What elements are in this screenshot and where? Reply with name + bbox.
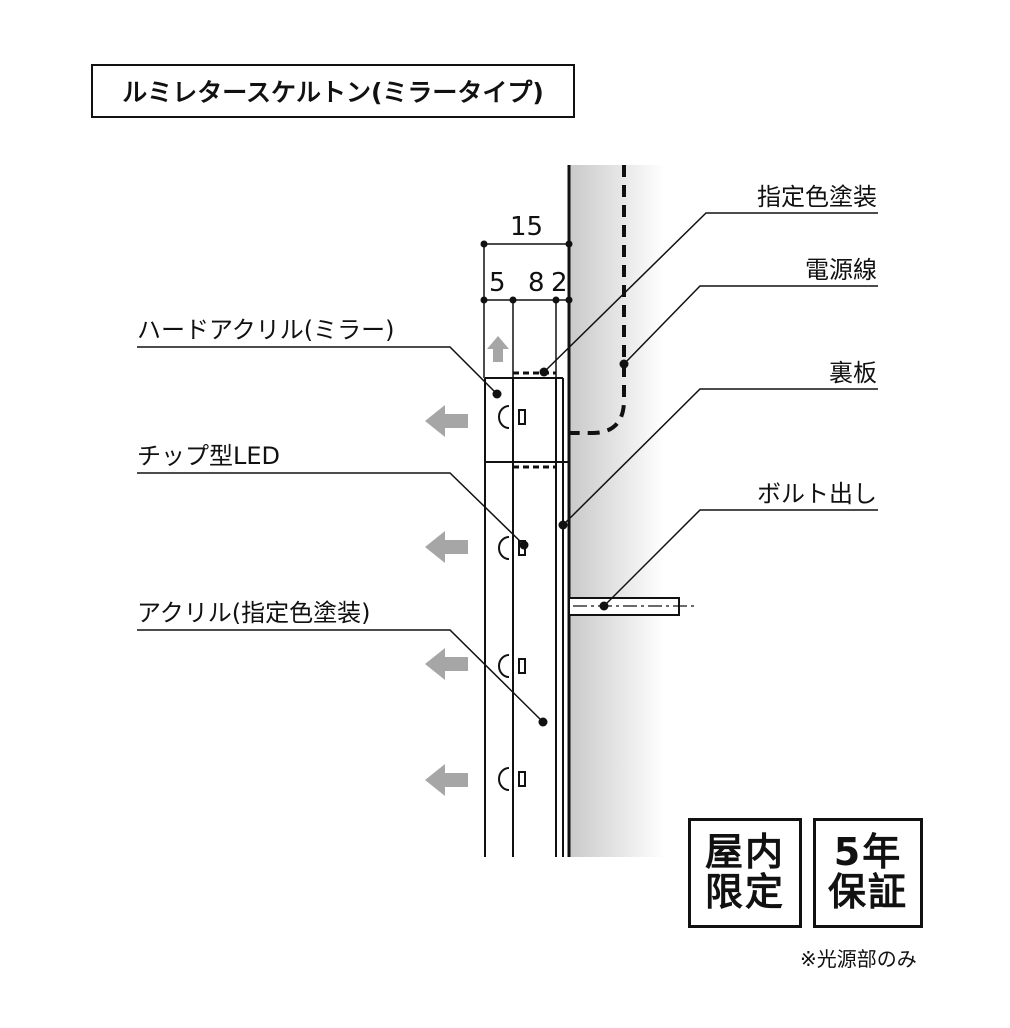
warranty-badge: 5年 保証 bbox=[813, 818, 923, 928]
indoor-only-badge: 屋内 限定 bbox=[688, 818, 802, 928]
dimension-dot bbox=[480, 296, 488, 304]
leader-line-hard-acrylic bbox=[137, 346, 498, 395]
label-hard-acrylic-mirror: ハードアクリル(ミラー) bbox=[137, 316, 395, 344]
leader-dot bbox=[492, 389, 502, 399]
led-chip bbox=[498, 654, 526, 678]
warranty-badge-line1: 5年 bbox=[833, 830, 903, 875]
dimension-dot bbox=[565, 240, 573, 248]
leader-line-specified-paint bbox=[543, 212, 878, 373]
power-cable bbox=[569, 165, 626, 435]
leader-line-power-cable bbox=[623, 285, 878, 365]
light-arrow-up bbox=[487, 336, 509, 362]
label-specified-paint: 指定色塗装 bbox=[757, 183, 877, 211]
light-arrow-left bbox=[425, 764, 468, 796]
led-chip bbox=[498, 405, 526, 429]
label-bolt: ボルト出し bbox=[757, 480, 877, 508]
leader-line-chip-led bbox=[137, 472, 525, 546]
light-arrow-left bbox=[425, 531, 468, 563]
diagram-title: ルミレタースケルトン(ミラータイプ) bbox=[91, 64, 575, 118]
leader-line-back-plate bbox=[562, 388, 878, 526]
warranty-badge-line2: 保証 bbox=[827, 870, 908, 914]
dimension-part-b: 8 bbox=[528, 268, 545, 298]
label-power-cable: 電源線 bbox=[805, 256, 877, 284]
leader-line-bolt bbox=[603, 509, 878, 607]
indoor-badge-line2: 限定 bbox=[704, 870, 785, 914]
dimension-dot bbox=[565, 296, 573, 304]
dimension-part-c: 2 bbox=[551, 268, 568, 298]
leader-dot bbox=[599, 601, 609, 611]
dimension-dot bbox=[480, 240, 488, 248]
dimension-part-a: 5 bbox=[489, 268, 506, 298]
label-chip-led: チップ型LED bbox=[137, 442, 281, 470]
light-arrow-left bbox=[425, 405, 468, 437]
diagram-title-text: ルミレタースケルトン(ミラータイプ) bbox=[122, 78, 544, 107]
dimension-total: 15 bbox=[510, 212, 544, 242]
leader-line-acrylic-painted bbox=[137, 629, 544, 723]
leader-dot bbox=[558, 520, 568, 530]
light-arrow-left bbox=[425, 648, 468, 680]
label-acrylic-painted: アクリル(指定色塗装) bbox=[137, 599, 371, 627]
label-back-plate: 裏板 bbox=[829, 359, 877, 387]
leader-dot bbox=[619, 359, 629, 369]
led-chip bbox=[498, 767, 526, 791]
dimension-dot bbox=[552, 296, 560, 304]
leader-dot bbox=[538, 717, 548, 727]
leader-dot bbox=[519, 540, 529, 550]
leader-dot bbox=[539, 367, 549, 377]
warranty-note: ※光源部のみ bbox=[800, 947, 917, 971]
wall-surface bbox=[569, 165, 664, 857]
dimension-dot bbox=[509, 296, 517, 304]
indoor-badge-line1: 屋内 bbox=[704, 830, 785, 875]
